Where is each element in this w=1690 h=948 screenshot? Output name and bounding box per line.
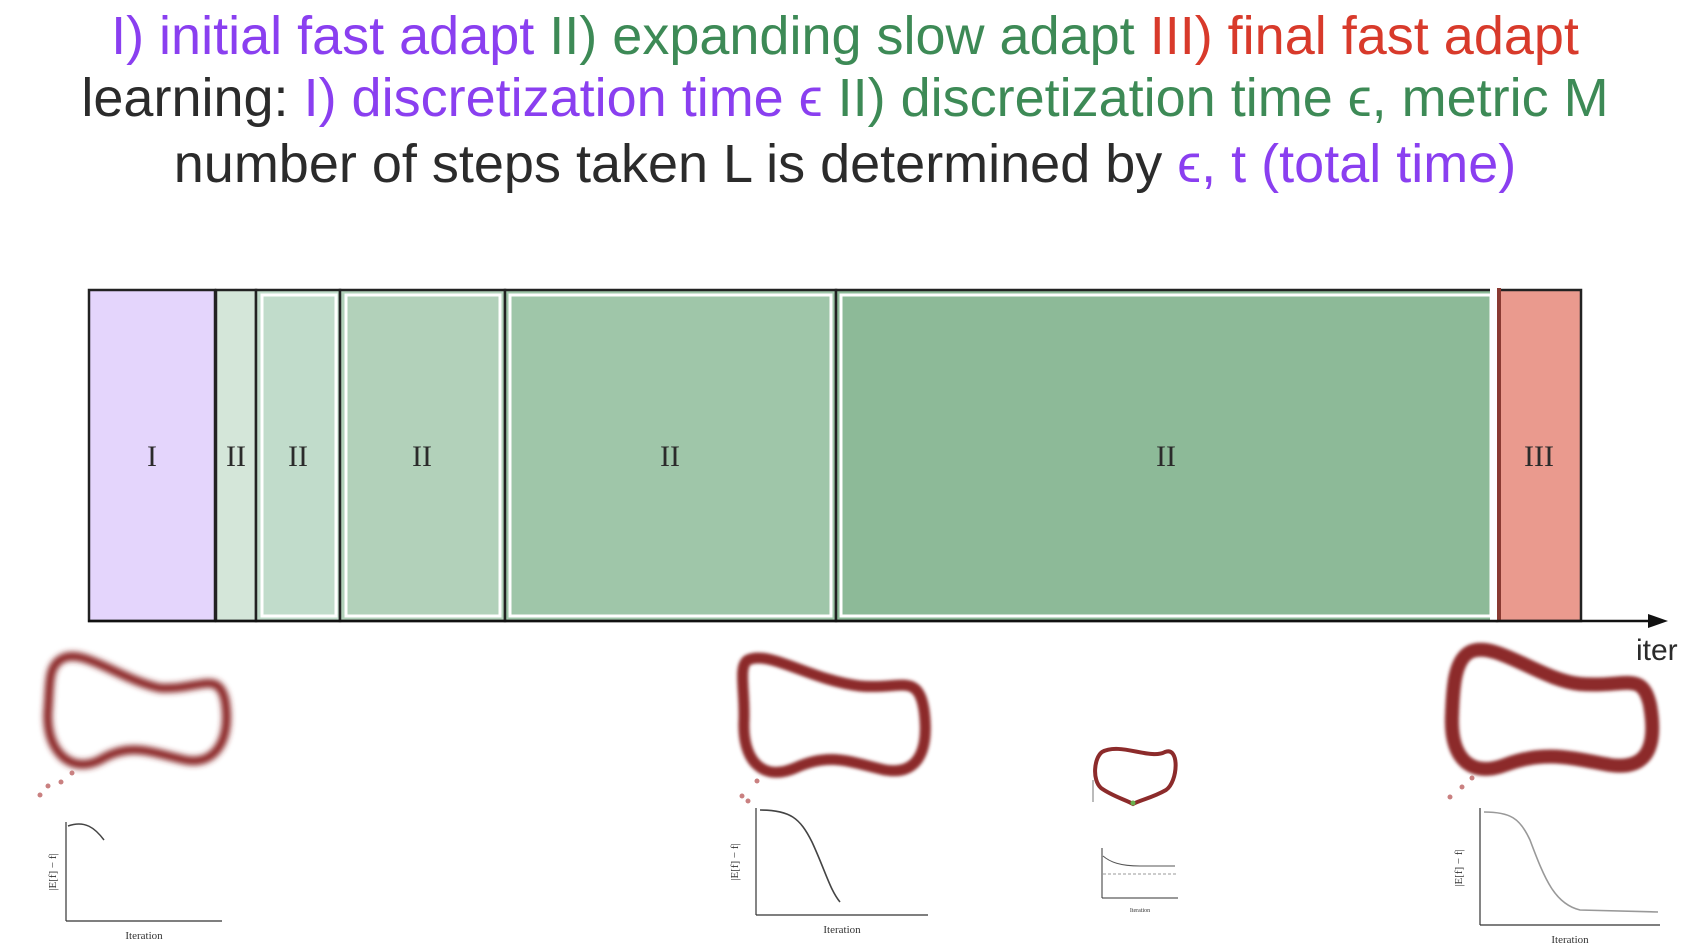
phase-label-5: II bbox=[1156, 440, 1176, 473]
sample-point bbox=[1447, 794, 1453, 800]
timeline: I II II II II II III iter bbox=[87, 288, 1678, 667]
error-curve bbox=[1102, 855, 1175, 867]
phase-label-0: I bbox=[147, 440, 157, 473]
phase-block-0 bbox=[87, 288, 217, 623]
phase-I-snapshot: |E[f] − f| Iteration bbox=[37, 651, 232, 942]
phase-block-6 bbox=[1495, 288, 1583, 623]
sample-point bbox=[1130, 800, 1136, 806]
plot-xlabel: Iteration bbox=[823, 924, 861, 936]
plot-xlabel: Iteration bbox=[125, 930, 163, 942]
density-contour bbox=[43, 651, 232, 769]
density-contour bbox=[737, 652, 931, 778]
title-line-3: number of steps taken L is determined by… bbox=[0, 132, 1690, 196]
title-line-1: I) initial fast adapt II) expanding slow… bbox=[0, 4, 1690, 68]
phase-III-description: III) final fast adapt bbox=[1149, 6, 1579, 66]
error-curve bbox=[1483, 811, 1659, 913]
sample-point bbox=[37, 792, 43, 798]
block-inner-border-3 bbox=[344, 293, 502, 618]
error-curve bbox=[759, 809, 841, 903]
phase-block-1 bbox=[214, 288, 258, 623]
small-snapshot: Iteration bbox=[1092, 746, 1178, 914]
steps-parameters: ϵ, t (total time) bbox=[1177, 134, 1517, 194]
block-inner-border-2 bbox=[260, 293, 338, 618]
phase-I-learning: I) discretization time ϵ bbox=[303, 68, 838, 128]
axis-label: iter bbox=[1636, 634, 1678, 667]
error-curve bbox=[67, 823, 105, 841]
phase-II-snapshot: |E[f] − f| Iteration bbox=[729, 652, 931, 936]
steps-description: number of steps taken L is determined by bbox=[173, 134, 1178, 194]
sample-point bbox=[1459, 784, 1465, 790]
density-contour bbox=[1444, 642, 1660, 776]
phase-block-5 bbox=[834, 288, 1499, 623]
sample-point bbox=[69, 770, 75, 776]
plot-ylabel: |E[f] − f| bbox=[729, 843, 741, 880]
axis-arrowhead bbox=[1648, 614, 1668, 628]
learning-label: learning: bbox=[81, 68, 304, 128]
plot-ylabel: |E[f] − f| bbox=[1453, 849, 1465, 886]
sample-point bbox=[45, 783, 51, 789]
phase-label-1: II bbox=[226, 440, 246, 473]
phase-label-2: II bbox=[288, 440, 308, 473]
phase-label-3: II bbox=[412, 440, 432, 473]
density-contour bbox=[1093, 746, 1178, 807]
sample-point bbox=[58, 779, 64, 785]
block-inner-border-4 bbox=[508, 293, 833, 618]
phase-block-3 bbox=[338, 288, 507, 623]
plot-xlabel: Iteration bbox=[1551, 934, 1589, 946]
phase-II-learning: II) discretization time ϵ, metric M bbox=[837, 68, 1609, 128]
phase-label-4: II bbox=[660, 440, 680, 473]
phase-block-2 bbox=[254, 288, 342, 623]
sample-point bbox=[745, 798, 751, 804]
block-gap bbox=[1490, 288, 1500, 622]
phase-I-description: I) initial fast adapt bbox=[111, 6, 550, 66]
plot-ylabel: |E[f] − f| bbox=[47, 853, 59, 890]
title-line-2: learning: I) discretization time ϵ II) d… bbox=[0, 66, 1690, 130]
plot-xlabel: Iteration bbox=[1130, 908, 1150, 914]
phase-II-description: II) expanding slow adapt bbox=[549, 6, 1150, 66]
sample-point bbox=[739, 793, 745, 799]
phase-III-left-edge bbox=[1497, 288, 1501, 622]
sample-point bbox=[1469, 775, 1475, 781]
sample-point bbox=[754, 778, 760, 784]
phase-III-snapshot: |E[f] − f| Iteration bbox=[1444, 642, 1660, 946]
phase-label-6: III bbox=[1524, 440, 1554, 473]
